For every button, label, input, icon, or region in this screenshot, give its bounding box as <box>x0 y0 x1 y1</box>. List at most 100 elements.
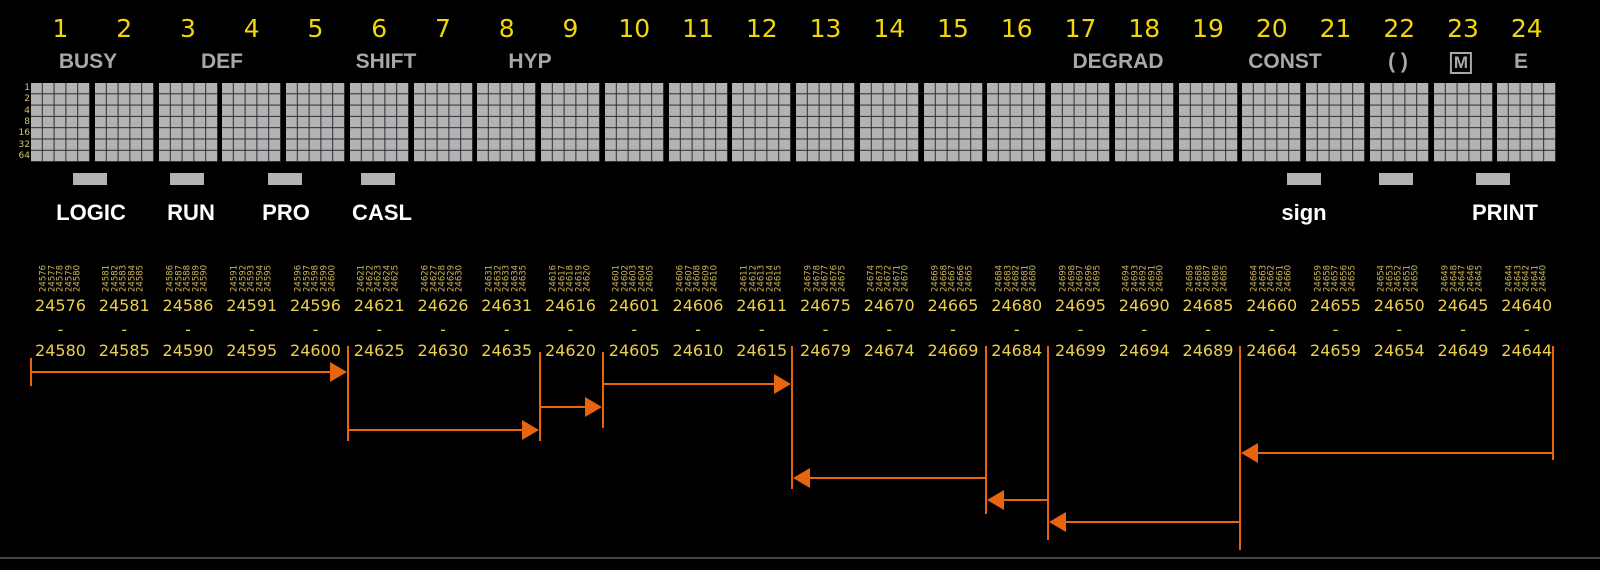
indicator-memory: M <box>1449 52 1473 74</box>
row-weight-label: 2 <box>24 94 30 105</box>
range-start: 24606 <box>672 296 724 315</box>
range-end: 24580 <box>35 341 86 360</box>
range-separator: - <box>503 320 510 339</box>
range-start: 24650 <box>1373 296 1425 315</box>
range-start: 24626 <box>417 296 469 315</box>
dot-matrix-cell <box>286 83 345 162</box>
range-start: 24611 <box>736 296 788 315</box>
range-separator: - <box>185 320 191 339</box>
column-number: 11 <box>682 14 714 43</box>
range-separator: - <box>1141 320 1148 339</box>
dot-matrix-cell <box>31 83 90 162</box>
segment-sign <box>1287 173 1321 185</box>
dot-matrix-cell <box>222 83 282 162</box>
range-separator: - <box>121 320 128 339</box>
range-start: 24576 <box>35 296 86 315</box>
range-end: 24689 <box>1182 341 1234 360</box>
range-start: 24690 <box>1118 296 1170 315</box>
label-casl: CASL <box>352 200 412 225</box>
dot-matrix-cell <box>1242 83 1302 162</box>
range-start: 24640 <box>1501 296 1553 315</box>
indicator-parentheses: ( ) <box>1388 50 1408 73</box>
range-start: 24665 <box>927 296 979 315</box>
label-sign: sign <box>1281 200 1327 225</box>
column-number: 17 <box>1064 14 1097 43</box>
dot-matrix-cell <box>1114 83 1174 162</box>
dot-matrix-cell <box>1433 83 1493 162</box>
column-number: 22 <box>1383 14 1416 43</box>
range-end: 24635 <box>481 341 533 360</box>
segment-22 <box>1379 173 1413 185</box>
range-separator: - <box>1523 320 1530 339</box>
column-number: 9 <box>562 14 579 43</box>
indicator-degrad: DEGRAD <box>1072 50 1164 73</box>
dot-matrix-cell <box>1306 83 1365 162</box>
range-separator: - <box>631 320 638 339</box>
column-number: 12 <box>745 14 778 43</box>
range-separator: - <box>1013 320 1020 339</box>
range-separator: - <box>695 320 701 339</box>
range-start: 24601 <box>608 296 660 315</box>
range-separator: - <box>1396 320 1403 339</box>
range-end: 24644 <box>1501 341 1553 360</box>
dot-matrix-cell <box>413 83 473 162</box>
range-end: 24585 <box>98 341 150 360</box>
range-start: 24695 <box>1055 296 1106 315</box>
indicator-def: DEF <box>201 50 243 73</box>
range-start: 24621 <box>353 296 405 315</box>
row-weight-label: 32 <box>18 139 30 150</box>
range-separator: - <box>1332 320 1339 339</box>
column-number: 1 <box>52 14 69 43</box>
segment-logic <box>73 173 107 185</box>
column-number: 5 <box>307 14 324 43</box>
range-start: 24586 <box>162 296 214 315</box>
range-start: 24581 <box>98 296 150 315</box>
segment-print <box>1476 173 1510 185</box>
column-number: 8 <box>498 14 515 43</box>
range-end: 24654 <box>1373 341 1425 360</box>
arrowhead-left-icon <box>793 468 810 488</box>
arrowhead-right-icon <box>330 362 347 382</box>
column-number: 3 <box>180 14 196 43</box>
indicator-hyp: HYP <box>508 50 552 73</box>
label-print: PRINT <box>1472 200 1538 225</box>
dot-matrix-cell <box>1051 83 1110 162</box>
indicator-shift: SHIFT <box>355 50 417 73</box>
range-separator: - <box>950 320 956 339</box>
arrowhead-right-icon <box>522 420 539 440</box>
range-separator: - <box>758 320 765 339</box>
row-weight-label: 8 <box>24 116 30 127</box>
range-start: 24660 <box>1246 296 1298 315</box>
column-number: 13 <box>809 14 842 43</box>
range-start: 24596 <box>290 296 341 315</box>
arrowhead-left-icon <box>1049 512 1066 532</box>
range-end: 24610 <box>672 341 724 360</box>
column-number: 10 <box>618 14 651 43</box>
range-end: 24699 <box>1055 341 1106 360</box>
range-separator: - <box>1077 320 1084 339</box>
column-number: 21 <box>1319 14 1352 43</box>
indicator-busy: BUSY <box>58 50 118 73</box>
range-end: 24595 <box>226 341 278 360</box>
range-end: 24605 <box>608 341 660 360</box>
range-end: 24659 <box>1310 341 1361 360</box>
range-end: 24664 <box>1246 341 1298 360</box>
column-number: 4 <box>243 14 260 43</box>
range-end: 24625 <box>353 341 405 360</box>
label-run: RUN <box>167 200 215 225</box>
range-start: 24670 <box>863 296 915 315</box>
range-separator: - <box>822 320 829 339</box>
dot-matrix-cell <box>94 83 154 162</box>
column-number: 18 <box>1128 14 1161 43</box>
row-weight-label: 64 <box>18 150 30 161</box>
column-number: 19 <box>1192 14 1224 43</box>
range-end: 24590 <box>162 341 214 360</box>
range-start: 24680 <box>991 296 1043 315</box>
arrowhead-left-icon <box>1241 443 1258 463</box>
dot-matrix-cell <box>859 83 919 162</box>
range-start: 24616 <box>545 296 596 315</box>
label-logic: LOGIC <box>56 200 126 225</box>
dot-matrix-cell <box>158 83 218 162</box>
dot-matrix-cell <box>668 83 728 162</box>
